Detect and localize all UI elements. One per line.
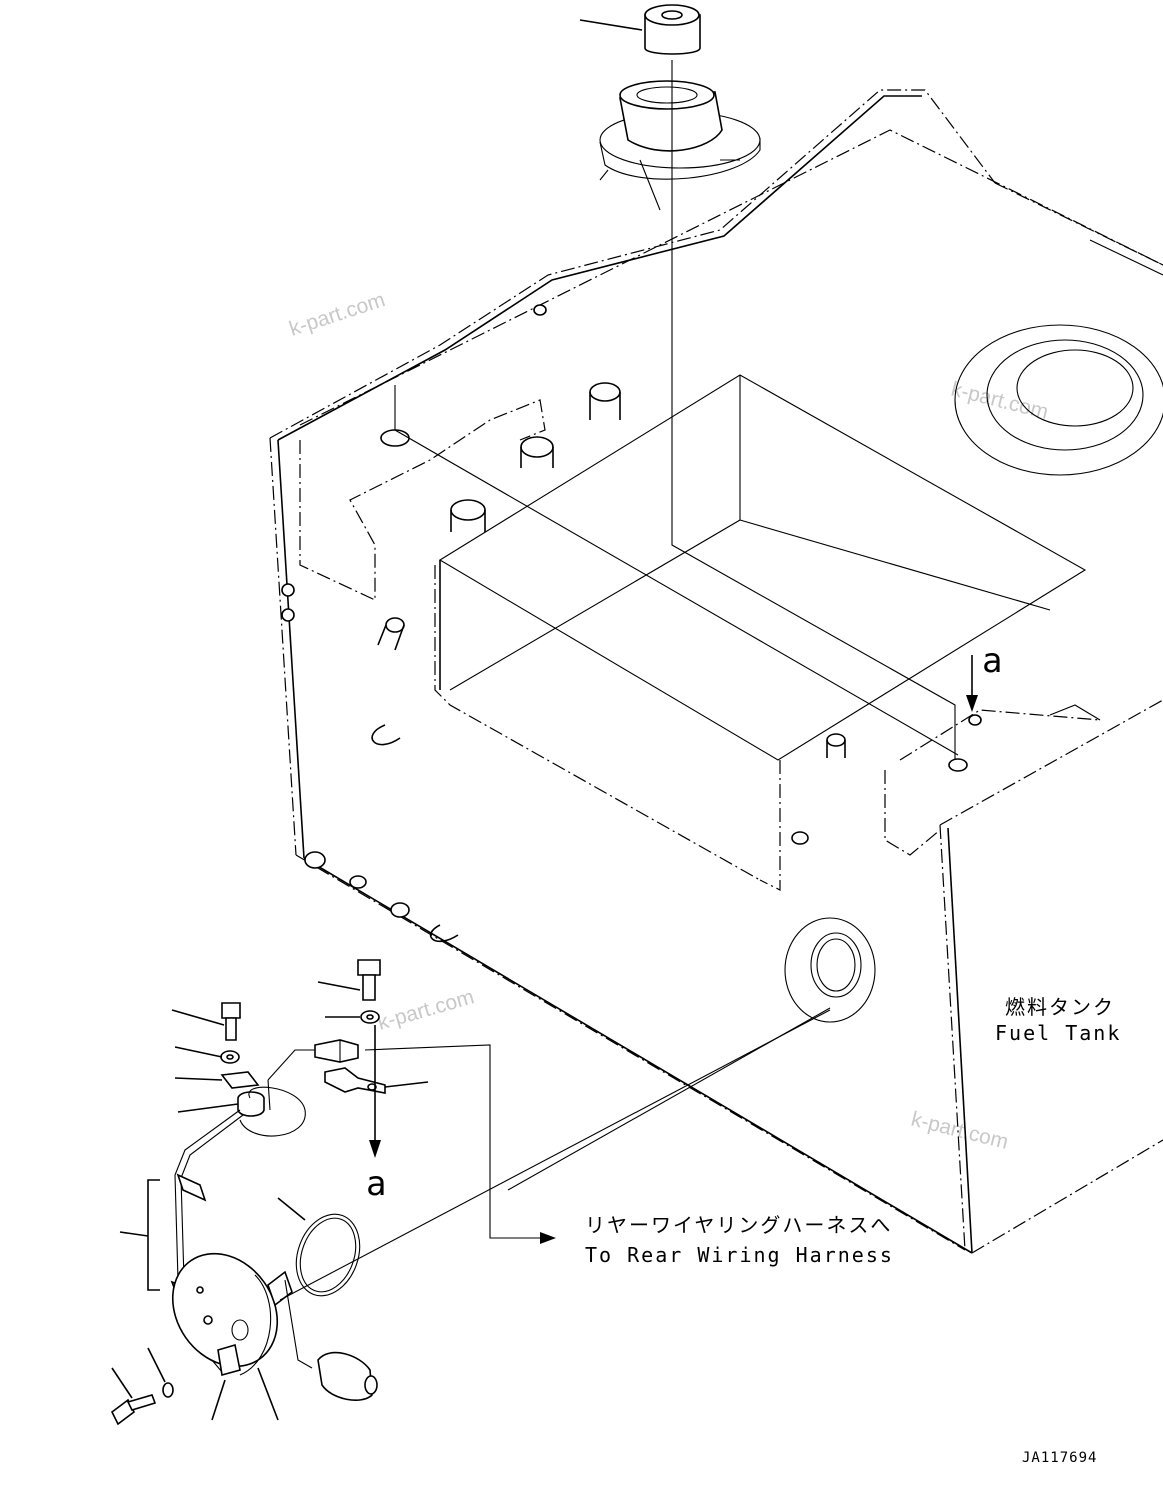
bolt-upper xyxy=(317,959,381,1001)
clamp xyxy=(174,1071,260,1089)
harness-leader xyxy=(364,1044,548,1239)
filler-neck xyxy=(599,80,761,211)
washer-upper xyxy=(325,1010,380,1024)
washer-left xyxy=(174,1046,240,1064)
fuel-gauge-sender xyxy=(171,1252,313,1421)
watermark-1: k-part.com xyxy=(286,288,387,341)
reference-arrow-a-top: a xyxy=(966,641,1002,712)
connector xyxy=(267,1039,359,1081)
fuel-tank xyxy=(269,89,1163,1254)
filler-cap-part xyxy=(579,4,701,55)
harness-label-en: To Rear Wiring Harness xyxy=(585,1243,894,1267)
washer-lower xyxy=(147,1347,174,1398)
leader-line-sender xyxy=(279,1009,831,1301)
float xyxy=(317,1351,378,1401)
o-ring-gasket xyxy=(277,1197,361,1297)
ref-a-top-label: a xyxy=(982,641,1002,681)
reference-arrow-a-bottom: a xyxy=(366,1025,386,1204)
watermark-3: k-part.com xyxy=(375,985,477,1034)
harness-label-jp: リヤーワイヤリングハーネスへ xyxy=(585,1213,892,1237)
bolt-lower xyxy=(110,1367,157,1426)
watermark-4: k-part.com xyxy=(909,1108,1011,1154)
fuel-tank-label-en: Fuel Tank xyxy=(995,1021,1121,1045)
wire-clip-upper xyxy=(176,1173,207,1202)
fuel-tank-label-jp: 燃料タンク xyxy=(1005,995,1115,1019)
leader-line-boss xyxy=(394,385,959,756)
grommet xyxy=(177,1079,306,1137)
watermark-2: k-part.com xyxy=(949,378,1051,424)
leader-line-cap xyxy=(671,60,956,760)
bolt-left xyxy=(171,1002,241,1041)
drawing-number: JA117694 xyxy=(1022,1450,1097,1466)
ground-terminal xyxy=(324,1067,429,1094)
clip-bracket xyxy=(147,1179,160,1291)
ref-a-bottom-label: a xyxy=(366,1164,386,1204)
